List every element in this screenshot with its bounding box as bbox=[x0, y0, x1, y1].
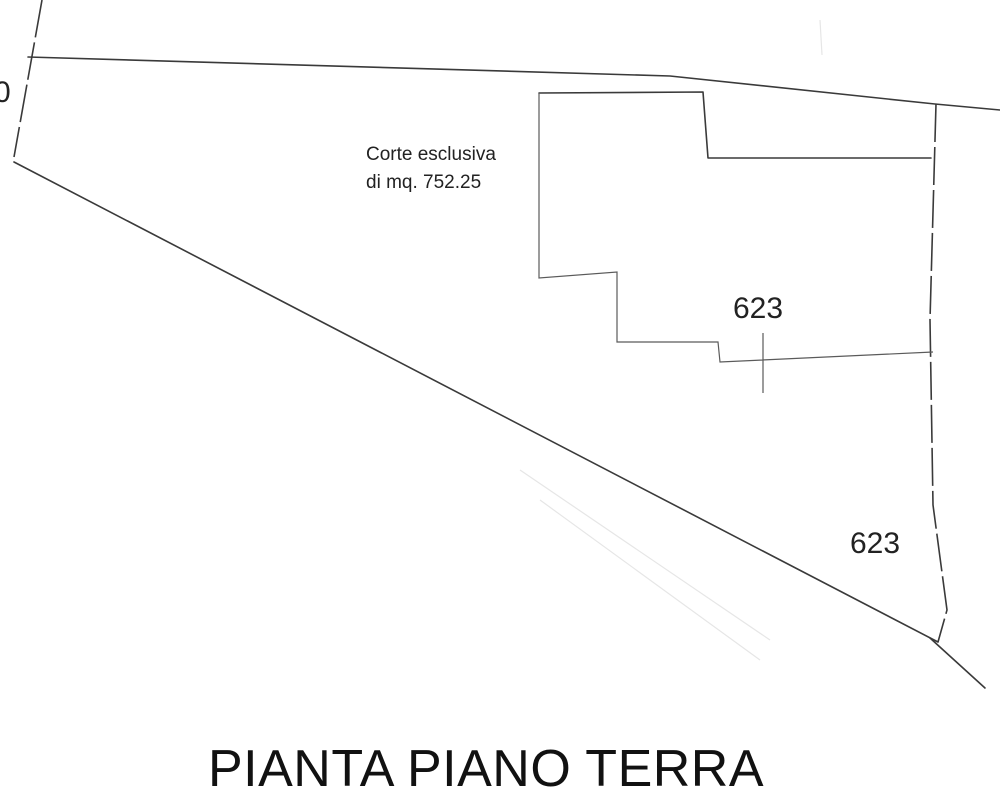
lot-boundary bbox=[13, 0, 1000, 689]
building-outline bbox=[538, 91, 932, 159]
diagonal-boundary-line bbox=[13, 161, 939, 643]
top-boundary-line bbox=[27, 56, 1000, 111]
building-left-wall bbox=[538, 93, 934, 363]
court-area-size-label: di mq. 752.25 bbox=[366, 172, 481, 193]
parcel-number-upper: 623 bbox=[733, 292, 783, 325]
building-footprint bbox=[538, 91, 934, 363]
diagonal-boundary-extension bbox=[929, 637, 986, 689]
left-boundary-line bbox=[13, 0, 43, 158]
plan-title: PIANTA PIANO TERRA bbox=[208, 740, 764, 795]
parcel-number-lower: 623 bbox=[850, 527, 900, 560]
court-area-label: Corte esclusiva bbox=[366, 144, 496, 165]
edge-number-label: 0 bbox=[0, 76, 11, 109]
scan-artifacts bbox=[519, 19, 823, 661]
right-boundary-line bbox=[929, 103, 948, 643]
